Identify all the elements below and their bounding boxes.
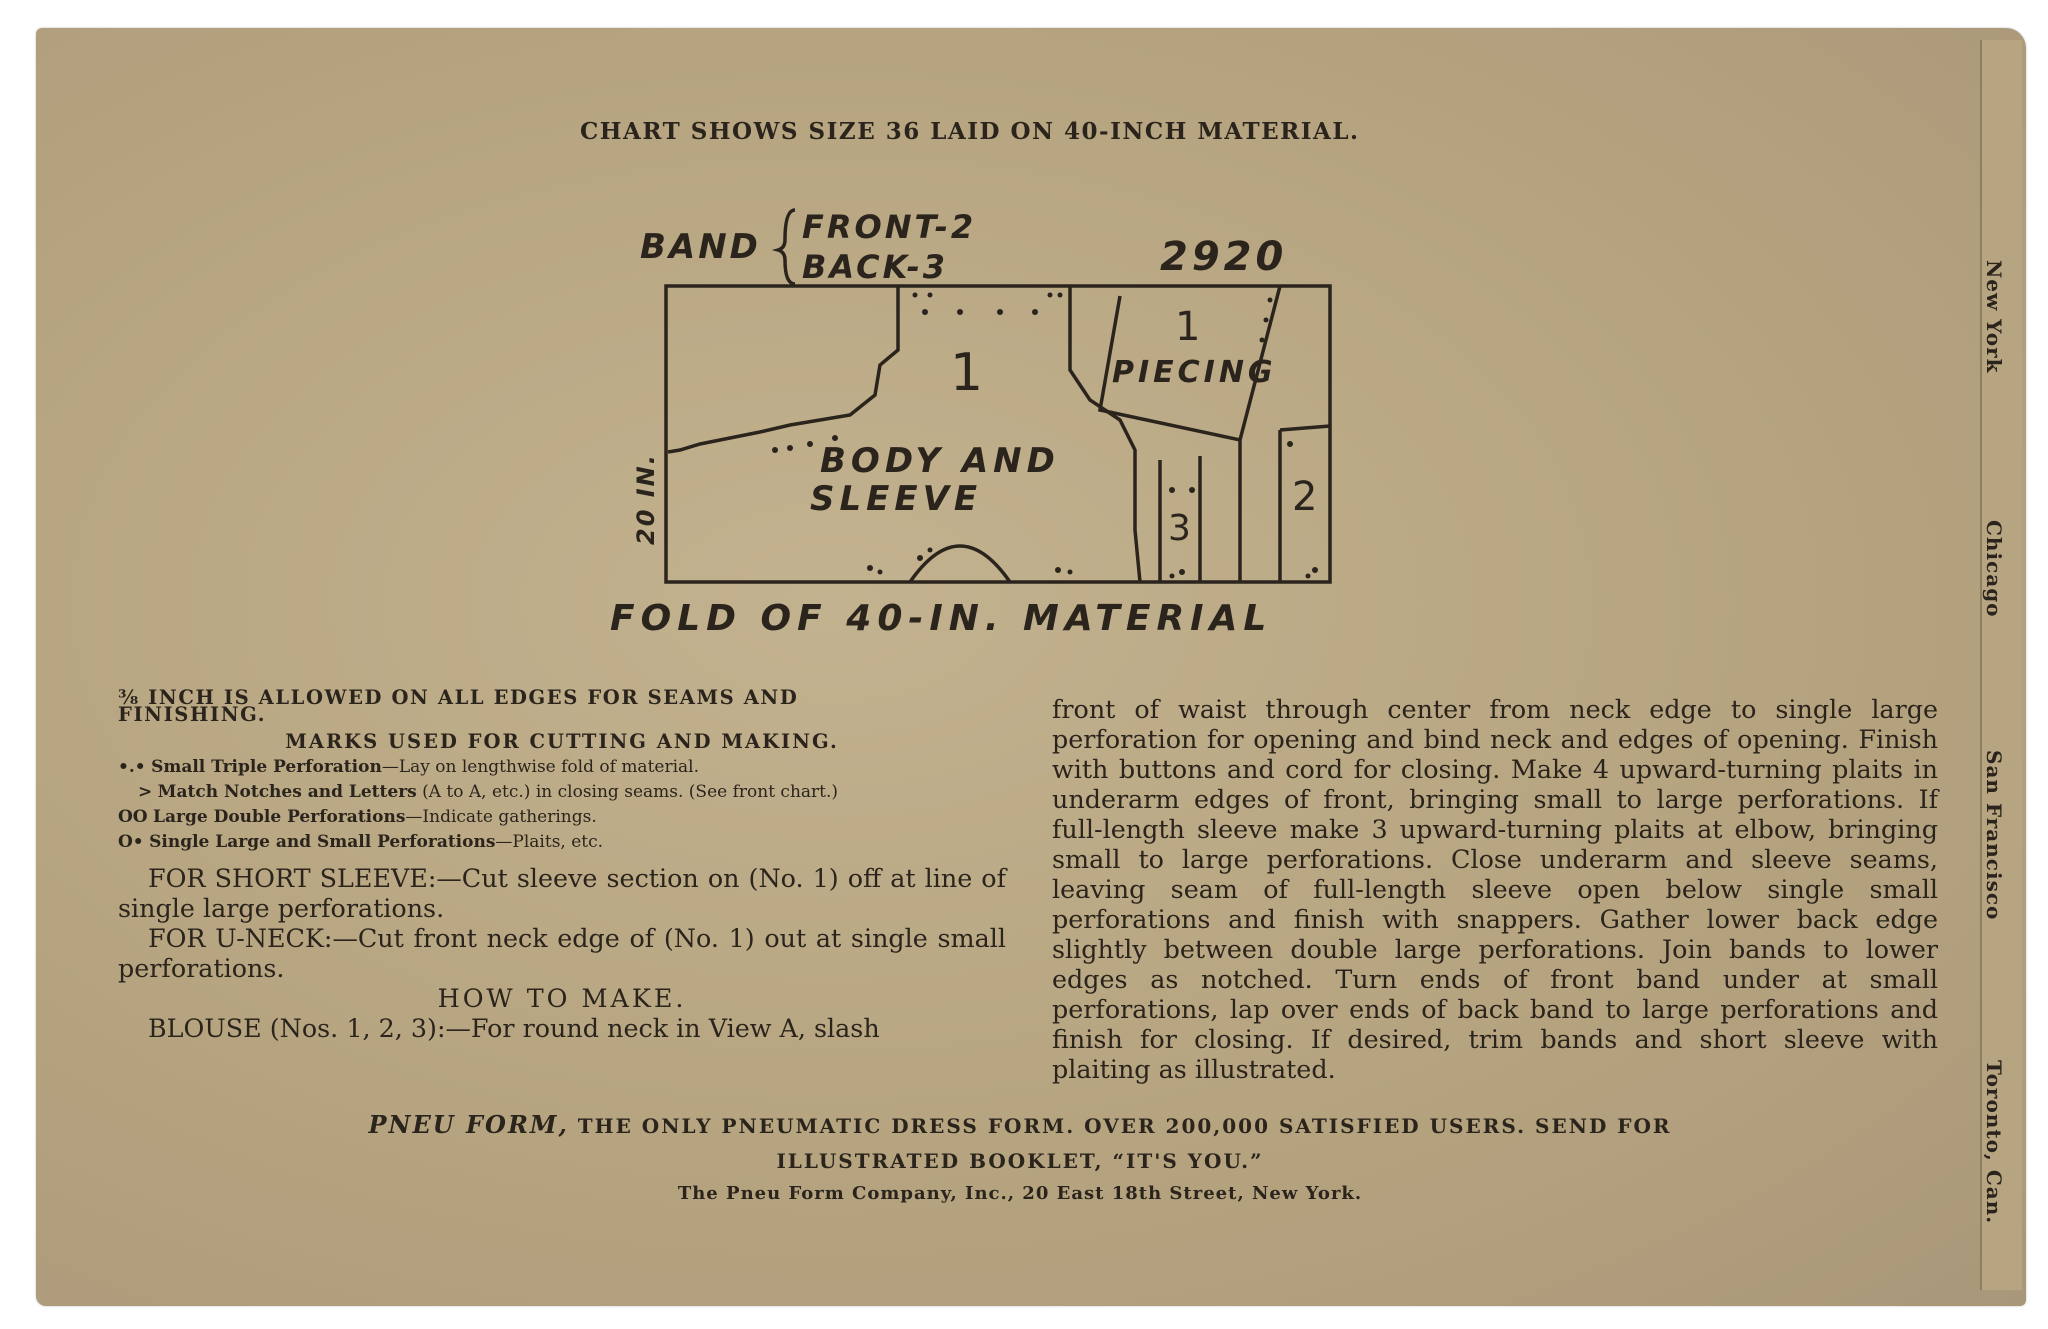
left-column: ⅜ INCH IS ALLOWED ON ALL EDGES FOR SEAMS…	[118, 686, 1006, 1043]
footer-line-2: ILLUSTRATED BOOKLET, “IT'S YOU.”	[776, 1149, 1264, 1173]
fold-label: FOLD OF 40-IN. MATERIAL	[610, 598, 1272, 639]
mark-item: •.• Small Triple Perforation—Lay on leng…	[118, 757, 700, 777]
u-neck-instruction: FOR U-NECK:—Cut front neck edge of (No. …	[118, 923, 1006, 983]
body-piece-right-edge	[1068, 286, 1142, 583]
body-label-1: BODY AND	[820, 441, 1060, 481]
short-sleeve-instruction: FOR SHORT SLEEVE:—Cut sleeve section on …	[118, 863, 1006, 923]
body-number: 1	[950, 343, 983, 403]
seam-allowance-note: ⅜ INCH IS ALLOWED ON ALL EDGES FOR SEAMS…	[118, 686, 799, 726]
band-bracket	[771, 208, 796, 286]
envelope-back	[36, 28, 2026, 1306]
piecing-number: 1	[1175, 304, 1200, 350]
right-column-instructions: front of waist through center from neck …	[1052, 694, 1938, 1084]
mark-item: > Match Notches and Letters (A to A, etc…	[138, 782, 839, 802]
body-piece-outline	[667, 286, 900, 454]
neck-arc	[908, 544, 1012, 583]
side-city-san-francisco: San Francisco	[1982, 750, 2006, 921]
width-label: 20 IN.	[632, 453, 660, 545]
band-front-label: FRONT-2	[802, 208, 976, 246]
envelope-flap-edge	[1980, 40, 2022, 1290]
cutting-diagram: BAND FRONT-2 BACK-3 2920 20 IN. 1 BODY A…	[610, 208, 1332, 639]
blouse-instruction-start: BLOUSE (Nos. 1, 2, 3):—For round neck in…	[148, 1013, 880, 1043]
marks-heading: MARKS USED FOR CUTTING AND MAKING.	[285, 730, 839, 753]
piece-2-number: 2	[1292, 474, 1317, 520]
piece-2-outline	[1278, 424, 1331, 582]
mark-item: OO Large Double Perforations—Indicate ga…	[118, 807, 597, 827]
footer-brand: PNEU FORM,	[368, 1110, 569, 1139]
mark-item: O• Single Large and Small Perforations—P…	[118, 832, 604, 852]
how-to-make-heading: HOW TO MAKE.	[437, 983, 687, 1013]
piece-3-number: 3	[1168, 508, 1191, 549]
footer: PNEU FORM, THE ONLY PNEUMATIC DRESS FORM…	[200, 1110, 1840, 1204]
side-city-chicago: Chicago	[1982, 520, 2006, 618]
material-outline	[664, 284, 1332, 584]
body-label-2: SLEEVE	[810, 479, 982, 519]
band-label: BAND	[640, 227, 761, 267]
pattern-number: 2920	[1160, 234, 1287, 280]
chart-title: CHART SHOWS SIZE 36 LAID ON 40-INCH MATE…	[580, 118, 1360, 145]
footer-company: The Pneu Form Company, Inc., 20 East 18t…	[677, 1183, 1363, 1204]
footer-line-1: THE ONLY PNEUMATIC DRESS FORM. OVER 200,…	[577, 1114, 1672, 1138]
piecing-outline	[1097, 285, 1282, 443]
piecing-label: PIECING	[1112, 355, 1277, 390]
band-back-label: BACK-3	[802, 248, 948, 286]
marks-list: •.• Small Triple Perforation—Lay on leng…	[118, 755, 1006, 855]
side-city-toronto: Toronto, Can.	[1982, 1060, 2006, 1225]
side-city-new-york: New York	[1982, 260, 2006, 374]
piece-divider	[1158, 440, 1242, 582]
